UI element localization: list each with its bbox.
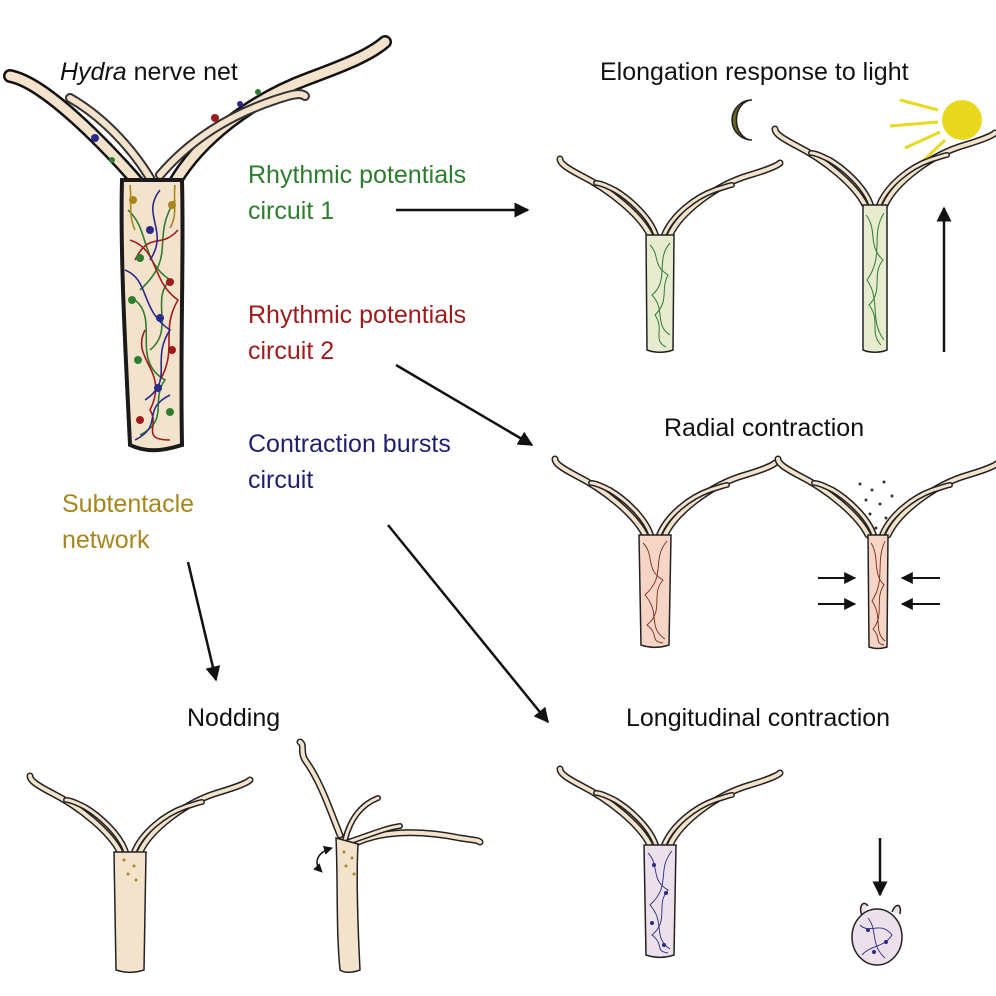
nodding-hydra-upright xyxy=(30,776,250,973)
label-rhythmic-circuit-2: Rhythmic potentials circuit 2 xyxy=(248,301,466,365)
radial-hydra-contracted xyxy=(778,459,996,650)
elongation-hydra-elongated xyxy=(775,129,995,353)
rp1-line2: circuit 1 xyxy=(248,197,334,225)
sub-line2: network xyxy=(62,526,150,554)
arrows xyxy=(186,202,549,724)
longitudinal-title: Longitudinal contraction xyxy=(626,704,890,732)
main-title: Hydra nerve net xyxy=(60,58,238,86)
rp1-line1: Rhythmic potentials xyxy=(248,161,466,189)
radial-squeeze-arrows xyxy=(818,572,940,610)
elongation-title: Elongation response to light xyxy=(600,58,909,86)
nodding-hydra-bent xyxy=(296,738,484,973)
cb-line1: Contraction bursts xyxy=(248,430,451,458)
arrow-to-longitudinal xyxy=(387,524,549,724)
arrow-to-nodding xyxy=(186,561,221,682)
sun-icon xyxy=(889,98,982,164)
water-drops-icon xyxy=(858,480,894,530)
moon-icon xyxy=(731,99,753,141)
rotate-arrow-icon xyxy=(313,845,333,873)
nodding-title: Nodding xyxy=(187,704,280,732)
cb-line2: circuit xyxy=(248,466,313,494)
longitudinal-hydra-relaxed xyxy=(560,769,780,958)
arrow-to-radial xyxy=(395,363,534,447)
longitudinal-hydra-ball xyxy=(851,902,903,966)
large-hydra-illustration xyxy=(3,35,392,453)
label-subtentacle-network: Subtentacle network xyxy=(62,490,194,554)
radial-hydra-relaxed xyxy=(555,459,775,648)
rp2-line2: circuit 2 xyxy=(248,337,334,365)
main-title-rest: nerve net xyxy=(127,58,238,86)
main-title-italic: Hydra xyxy=(60,58,127,86)
label-contraction-bursts: Contraction bursts circuit xyxy=(248,430,451,494)
label-rhythmic-circuit-1: Rhythmic potentials circuit 1 xyxy=(248,161,466,225)
elongation-hydra-short xyxy=(560,159,780,353)
sub-line1: Subtentacle xyxy=(62,490,194,518)
radial-title: Radial contraction xyxy=(664,414,864,442)
rp2-line1: Rhythmic potentials xyxy=(248,301,466,329)
